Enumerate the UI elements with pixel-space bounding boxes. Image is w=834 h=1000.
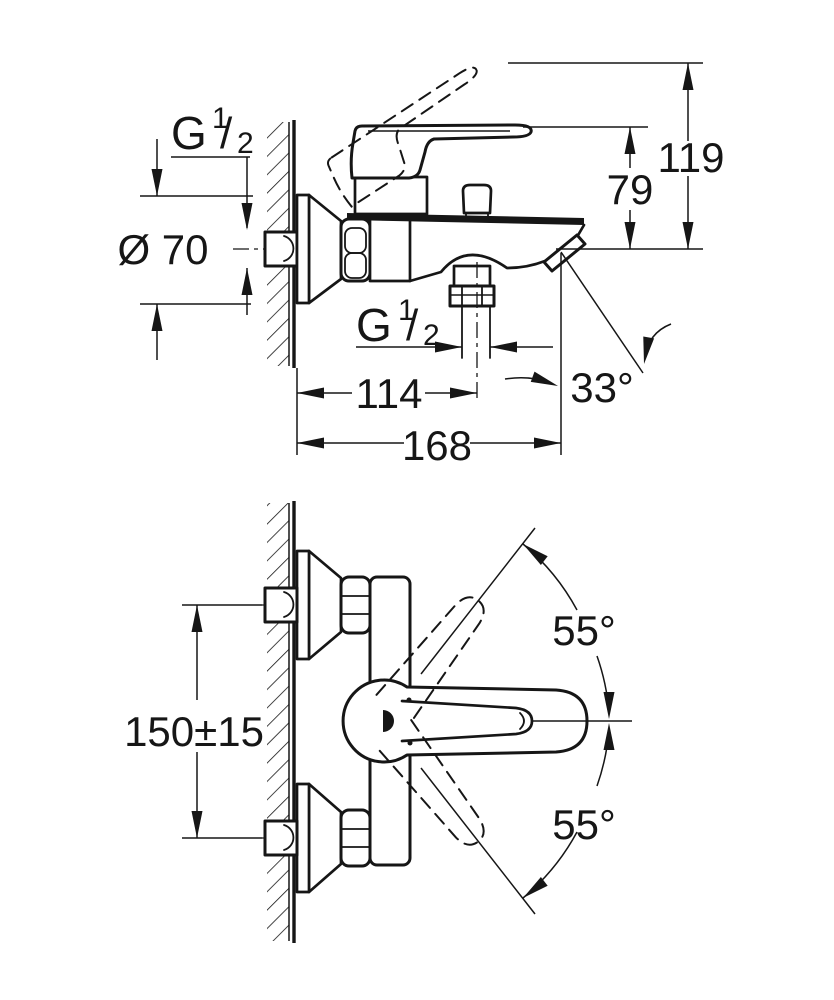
shower-outlet-neck [452,264,492,288]
wall-thread-label-num: 1 [212,102,229,135]
faucet-body [347,175,587,400]
dimension-spout-angle: 33° [504,251,672,411]
diverter-knob [461,183,493,215]
swing-down-label: 55° [552,801,616,848]
shower-outlet-hex [448,284,496,308]
spout-deck [347,213,584,225]
dimension-swing-down: 55° [519,723,616,903]
lower-union [182,782,372,894]
side-view: G 1 / 2 Ø 70 [117,62,725,469]
handle-swung-down-outline [375,719,485,846]
lever-handle-top [341,527,632,915]
handle-raised-outline [326,66,478,208]
height-handle-label: 79 [607,166,654,213]
connection-spacing-label: 150±15 [124,708,264,755]
shower-thread-label-slash: / [406,301,419,350]
spout-angle-label: 33° [570,364,634,411]
shower-thread-label-num: 1 [398,294,415,327]
dimension-shower-thread: G 1 / 2 [356,294,553,353]
wall-thread-label-den: 2 [237,127,254,160]
wall-to-spout-label: 168 [402,422,472,469]
wall-section [267,501,296,943]
escutcheon-diameter-label: Ø 70 [117,226,208,273]
cartridge-housing [353,175,429,216]
height-raised-label: 119 [658,134,725,181]
top-view: 55° 55° 150±15 [124,501,632,943]
dimension-wall-to-outlet: 114 [296,368,477,455]
escutcheon-cone [307,193,343,305]
shower-thread-label-g: G [356,299,392,351]
body-underside [408,253,547,283]
wall-thread-label-g: G [171,107,207,159]
swing-down-line [420,767,536,915]
spout-aerator [542,233,587,273]
lever-handle [326,66,533,208]
wall-hatch [267,503,289,941]
dimension-heights: 119 79 [508,62,725,250]
swing-up-label: 55° [552,607,616,654]
dimension-wall-thread: G 1 / 2 [171,102,254,315]
wall-thread-label-slash: / [220,109,233,158]
handle-logo-dot [383,710,394,732]
dimension-wall-to-spout: 168 [297,253,562,469]
dimension-connection-spacing: 150±15 [124,605,264,838]
wall-to-outlet-label: 114 [356,370,423,417]
upper-union [182,549,372,661]
swing-up-line [420,527,536,675]
handle-swung-up-outline [375,596,485,723]
dimension-swing-up: 55° [519,539,616,719]
escutcheon-flange [295,193,311,305]
dimension-escutcheon-diameter: Ø 70 [117,139,253,360]
